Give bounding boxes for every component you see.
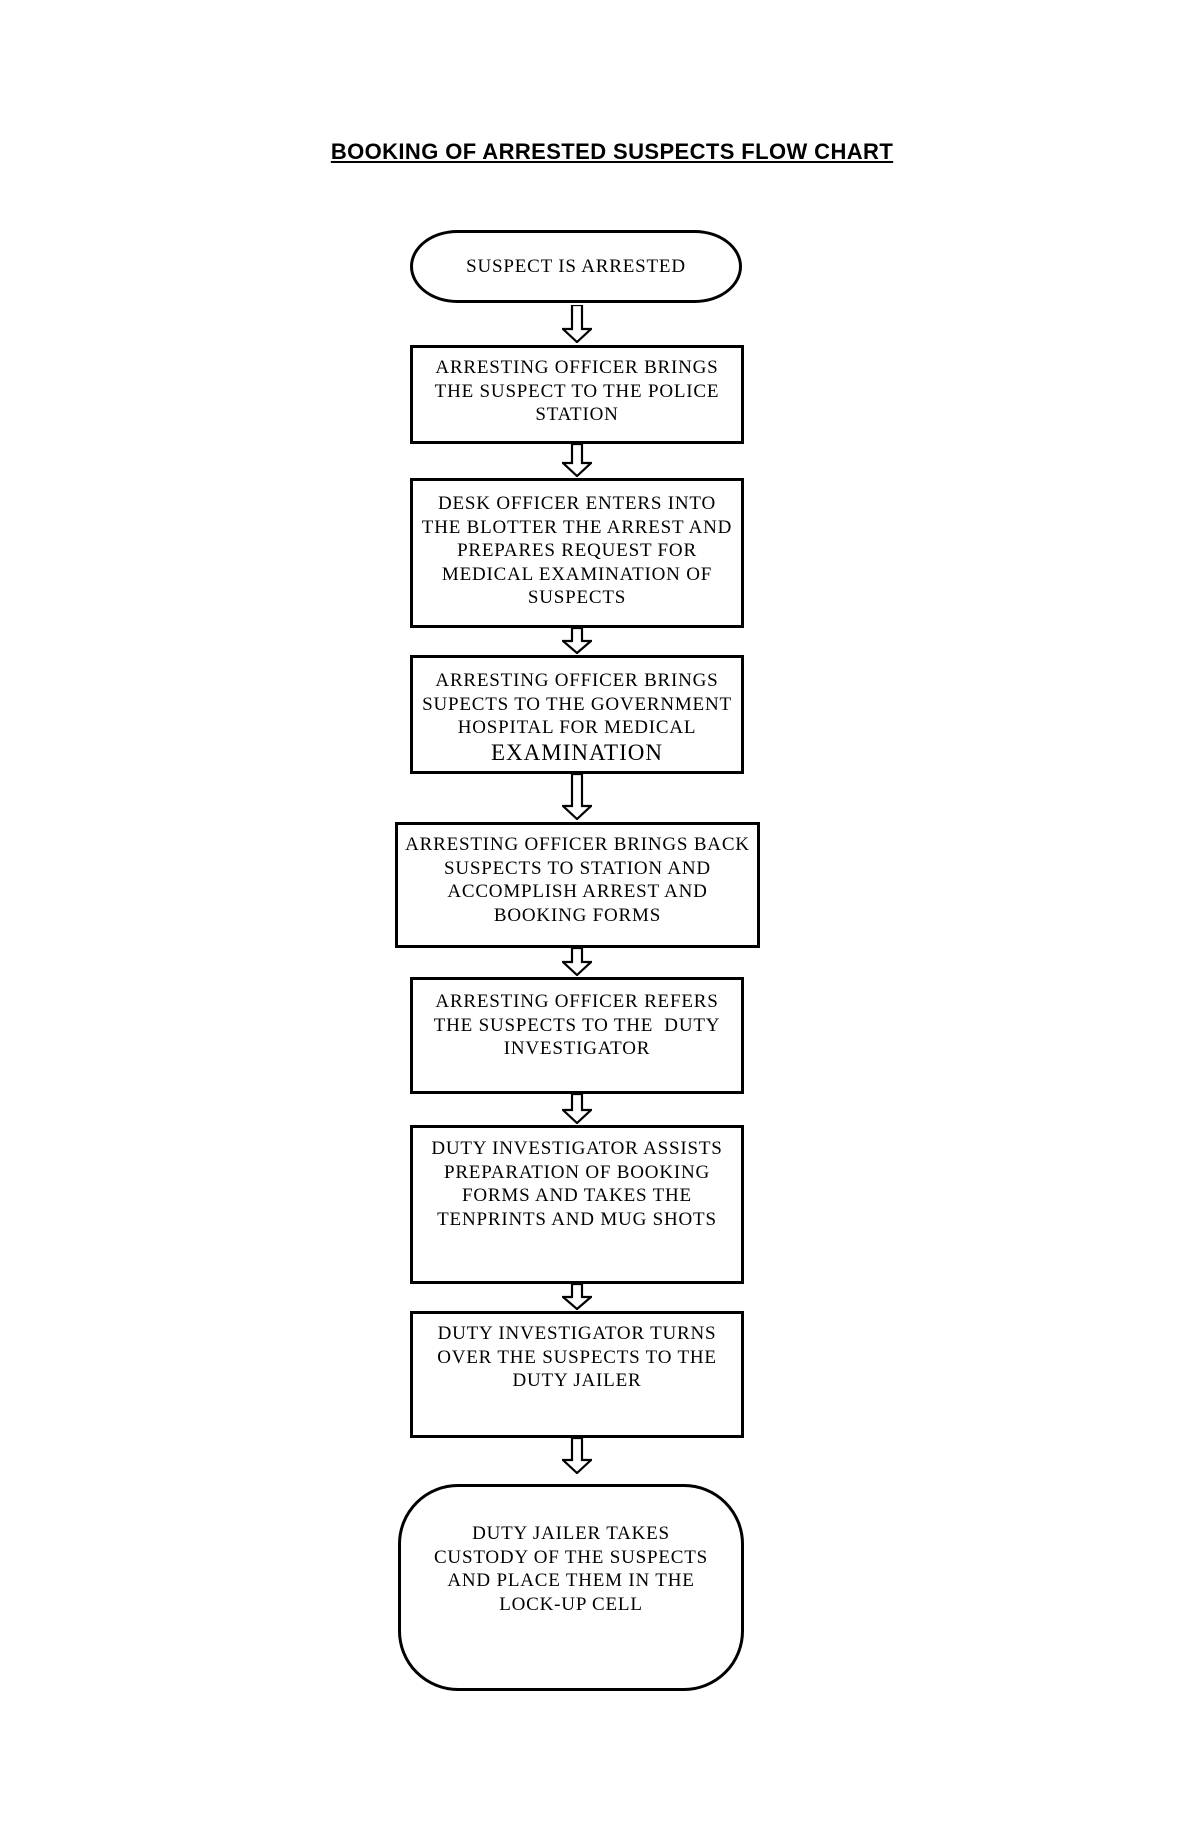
process-box-6: DUTY INVESTIGATOR ASSISTS PREPARATION OF… (410, 1125, 744, 1284)
process-box-1: ARRESTING OFFICER BRINGS THE SUSPECT TO … (410, 345, 744, 444)
node-text-line: DUTY INVESTIGATOR TURNS (437, 1323, 717, 1344)
node-text-line: MEDICAL EXAMINATION OF (441, 563, 713, 585)
node-text-line: SUPECTS TO THE GOVERNMENT (422, 693, 732, 715)
node-text-line: SUSPECT IS ARRESTED (466, 255, 686, 277)
node-text-line: STATION (535, 404, 619, 425)
down-arrow-icon (562, 628, 592, 654)
down-arrow-icon (562, 444, 592, 477)
node-text-line: AND PLACE THEM IN THE (447, 1570, 695, 1591)
process-box-2: DESK OFFICER ENTERS INTO THE BLOTTER THE… (410, 478, 744, 628)
node-text-line: ACCOMPLISH ARREST AND (447, 881, 708, 902)
node-text-line: THE SUSPECTS TO THE DUTY (433, 1014, 721, 1036)
node-text-line: LOCK-UP CELL (499, 1593, 643, 1615)
node-text-line: SUSPECTS (527, 587, 627, 608)
down-arrow-icon (562, 1094, 592, 1124)
node-text-line: PREPARATION OF BOOKING (443, 1161, 711, 1183)
node-text-line: ARRESTING OFFICER REFERS (435, 991, 719, 1012)
end-terminator: DUTY JAILER TAKES CUSTODY OF THE SUSPECT… (398, 1484, 744, 1691)
node-text-line: DESK OFFICER ENTERS INTO (437, 493, 716, 514)
node-text-line: THE BLOTTER THE ARREST AND (421, 516, 733, 538)
node-text-line: ARRESTING OFFICER BRINGS BACK (405, 834, 750, 855)
down-arrow-icon (562, 948, 592, 976)
process-box-3: ARRESTING OFFICER BRINGS SUPECTS TO THE … (410, 655, 744, 774)
process-box-7: DUTY INVESTIGATOR TURNS OVER THE SUSPECT… (410, 1311, 744, 1438)
down-arrow-icon (562, 1284, 592, 1310)
node-text-line: DUTY INVESTIGATOR ASSISTS (431, 1138, 723, 1159)
node-text-line: FORMS AND TAKES THE (462, 1185, 692, 1206)
node-text-line: ARRESTING OFFICER BRINGS (435, 670, 719, 691)
process-box-5: ARRESTING OFFICER REFERS THE SUSPECTS TO… (410, 977, 744, 1094)
node-text-line: DUTY JAILER TAKES (472, 1523, 670, 1544)
down-arrow-icon (562, 305, 592, 343)
down-arrow-icon (562, 774, 592, 820)
start-terminator: SUSPECT IS ARRESTED (410, 230, 742, 303)
page-title: BOOKING OF ARRESTED SUSPECTS FLOW CHART (330, 139, 894, 164)
node-text-line: CUSTODY OF THE SUSPECTS (433, 1546, 709, 1568)
node-text-line: BOOKING FORMS (493, 904, 662, 926)
node-text-line: EXAMINATION (491, 739, 663, 765)
node-text-line: ARRESTING OFFICER BRINGS (435, 357, 719, 378)
process-box-4: ARRESTING OFFICER BRINGS BACK SUSPECTS T… (395, 822, 760, 948)
node-text-line: THE SUSPECT TO THE POLICE (434, 380, 720, 402)
node-text-line: PREPARES REQUEST FOR (457, 540, 697, 561)
node-text-line: HOSPITAL FOR MEDICAL (457, 717, 697, 738)
node-text-line: TENPRINTS AND MUG SHOTS (437, 1208, 717, 1230)
node-text-line: OVER THE SUSPECTS TO THE (437, 1346, 717, 1368)
node-text-line: DUTY JAILER (512, 1370, 642, 1391)
node-text-line: INVESTIGATOR (503, 1038, 651, 1059)
down-arrow-icon (562, 1438, 592, 1474)
node-text-line: SUSPECTS TO STATION AND (444, 857, 711, 879)
